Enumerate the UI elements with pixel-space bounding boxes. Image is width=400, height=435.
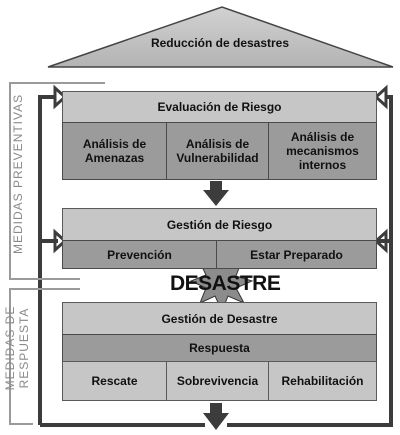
arrow-right-top-left-icon <box>53 84 68 110</box>
disaster-management-title: Gestión de Desastre <box>62 302 377 335</box>
outer-frame <box>38 97 393 427</box>
hazard-analysis-cell: Análisis de Amenazas <box>62 122 167 180</box>
vulnerability-analysis-line2: Vulnerabilidad <box>176 151 259 165</box>
roof-triangle <box>47 6 394 68</box>
vulnerability-analysis-line1: Análisis de <box>185 137 250 151</box>
internal-mechanisms-line1: Análisis de <box>290 130 355 144</box>
hazard-analysis-line1: Análisis de <box>82 137 147 151</box>
response-measures-line1: MEDIDAS DE <box>3 305 17 391</box>
response-row: Respuesta <box>62 334 377 362</box>
internal-mechanisms-line2: mecanismos <box>286 144 359 158</box>
hazard-analysis-line2: Amenazas <box>84 151 145 165</box>
response-measures-line2: RESPUESTA <box>17 307 31 389</box>
arrow-down-2-icon <box>203 403 229 430</box>
vulnerability-analysis-cell: Análisis de Vulnerabilidad <box>166 122 269 180</box>
risk-management-title: Gestión de Riesgo <box>62 208 377 241</box>
response-measures-label: MEDIDAS DE RESPUESTA <box>3 298 33 398</box>
internal-mechanisms-analysis-cell: Análisis de mecanismos internos <box>268 122 377 180</box>
preparedness-cell: Estar Preparado <box>216 240 377 269</box>
arrow-down-1-icon <box>203 181 229 206</box>
preventive-measures-label: MEDIDAS PREVENTIVAS <box>11 93 25 254</box>
rehabilitation-cell: Rehabilitación <box>268 361 377 401</box>
roof-title: Reducción de desastres <box>150 36 290 50</box>
arrow-left-top-right-icon <box>373 84 388 110</box>
risk-evaluation-title: Evaluación de Riesgo <box>62 91 377 123</box>
rescue-cell: Rescate <box>62 361 167 401</box>
response-bracket <box>9 288 80 425</box>
prevention-cell: Prevención <box>62 240 217 269</box>
disaster-label: DESASTRE <box>170 272 281 295</box>
preventive-bracket <box>9 82 105 280</box>
survival-cell: Sobrevivencia <box>166 361 269 401</box>
internal-mechanisms-line3: internos <box>298 158 347 172</box>
